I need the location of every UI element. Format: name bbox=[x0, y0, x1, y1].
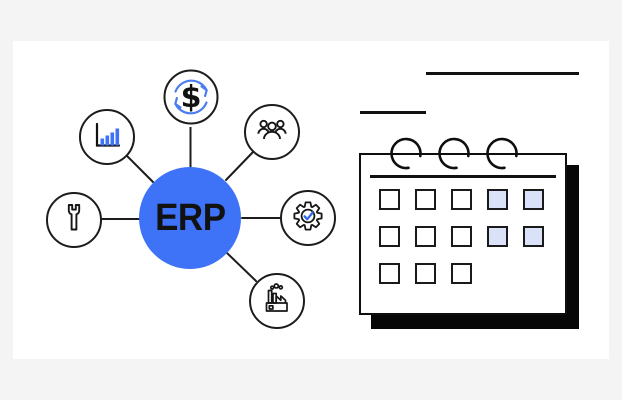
calendar-cell bbox=[415, 263, 436, 284]
node-tools-circle bbox=[46, 192, 102, 248]
calendar-cell bbox=[415, 189, 436, 210]
calendar-cell bbox=[379, 189, 400, 210]
wrench-icon bbox=[56, 200, 92, 241]
node-currency-circle: $ bbox=[163, 69, 219, 130]
calendar-cell bbox=[451, 189, 472, 210]
calendar-cell bbox=[379, 226, 400, 247]
node-quality-circle bbox=[280, 190, 336, 246]
decor-line-short bbox=[360, 111, 426, 114]
calendar bbox=[359, 153, 567, 315]
calendar-grid bbox=[379, 189, 544, 284]
calendar-header-rule bbox=[370, 175, 556, 178]
people-icon bbox=[254, 112, 290, 153]
calendar-cell bbox=[415, 226, 436, 247]
calendar-cell-highlighted bbox=[523, 226, 544, 247]
connector-lines bbox=[101, 126, 281, 282]
node-analytics-circle bbox=[79, 109, 135, 165]
dollar-glyph: $ bbox=[181, 80, 202, 115]
calendar-cell bbox=[379, 263, 400, 284]
node-team-circle bbox=[244, 104, 300, 160]
calendar-cell bbox=[451, 226, 472, 247]
bar-chart-icon bbox=[89, 117, 125, 158]
calendar-cell-highlighted bbox=[487, 189, 508, 210]
calendar-cell-highlighted bbox=[487, 226, 508, 247]
gear-check-icon bbox=[291, 199, 325, 238]
dollar-sync-icon: $ bbox=[163, 69, 219, 130]
factory-icon bbox=[259, 281, 295, 322]
node-manufacturing-circle bbox=[249, 273, 305, 329]
binder-rings-icon bbox=[390, 137, 518, 170]
calendar-cell bbox=[451, 263, 472, 284]
erp-circle: ERP bbox=[139, 167, 241, 269]
decor-line-long bbox=[426, 72, 579, 75]
erp-label: ERP bbox=[154, 196, 226, 239]
calendar-cell-highlighted bbox=[523, 189, 544, 210]
illustration-card: ERP bbox=[13, 41, 609, 359]
